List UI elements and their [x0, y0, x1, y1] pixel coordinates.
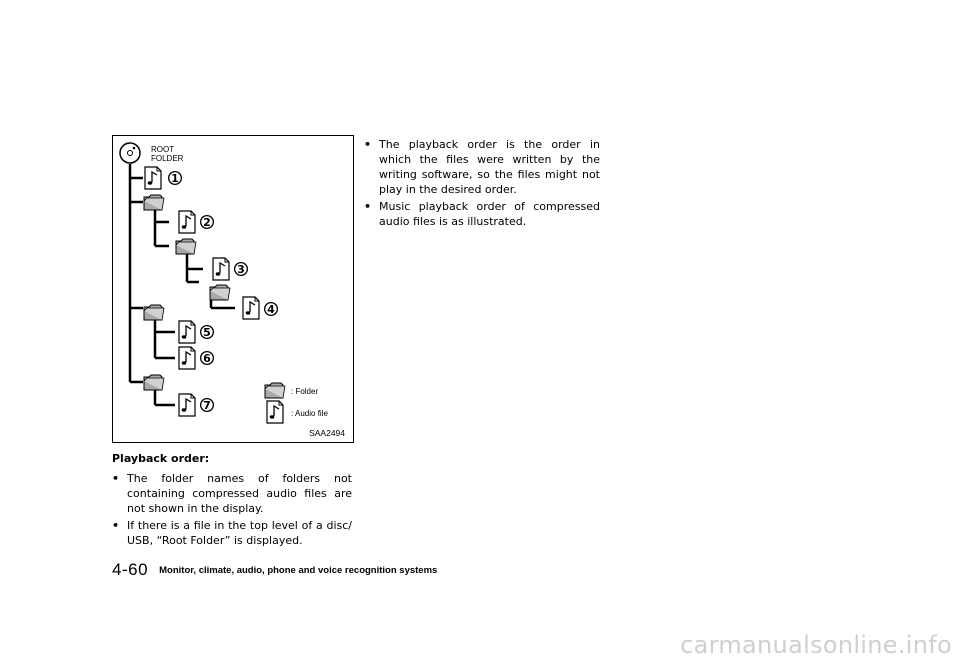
audio-file-icon	[212, 257, 230, 281]
playback-order-heading: Playback order:	[112, 452, 210, 465]
disc-icon	[119, 142, 141, 164]
root-label-line2: FOLDER	[151, 154, 184, 163]
audio-file-icon	[178, 210, 196, 234]
number-badge-2: 2	[200, 215, 214, 229]
root-label-line1: ROOT	[151, 145, 175, 154]
bullet-text: The folder names of folders not containi…	[127, 472, 352, 515]
page-number: 4-60	[112, 560, 149, 579]
watermark: carmanualsonline.info	[680, 631, 952, 659]
list-item: • The playback order is the order in whi…	[364, 137, 600, 197]
svg-text:3: 3	[237, 263, 245, 276]
bullet-dot-icon: •	[364, 200, 372, 213]
audio-file-icon	[178, 393, 196, 417]
bullet-text: The playback order is the order in which…	[379, 138, 600, 196]
bullet-text: Music playback order of compressed audio…	[379, 200, 600, 228]
folder-icon	[143, 374, 165, 391]
svg-text:6: 6	[203, 352, 211, 365]
bullet-dot-icon: •	[112, 519, 120, 532]
figure-code: SAA2494	[309, 428, 345, 438]
list-item: • Music playback order of compressed aud…	[364, 199, 600, 229]
audio-file-icon	[144, 166, 162, 190]
folder-icon	[175, 238, 197, 255]
svg-text:2: 2	[203, 216, 211, 229]
folder-icon	[209, 284, 231, 301]
svg-text:1: 1	[171, 172, 179, 185]
number-badge-1: 1	[168, 171, 182, 185]
svg-text:7: 7	[203, 399, 211, 412]
number-badge-5: 5	[200, 325, 214, 339]
number-badge-7: 7	[200, 398, 214, 412]
folder-icon	[143, 304, 165, 321]
section-title: Monitor, climate, audio, phone and voice…	[159, 565, 438, 576]
number-badge-3: 3	[234, 262, 248, 276]
list-item: • The folder names of folders not contai…	[112, 471, 352, 516]
bullet-dot-icon: •	[112, 472, 120, 485]
folder-tree-diagram: 1 2 3 4 5 6 7	[119, 142, 286, 424]
svg-text:5: 5	[203, 326, 211, 339]
audio-file-icon	[242, 296, 260, 320]
root-folder-label: ROOT FOLDER	[151, 145, 183, 163]
folder-icon	[143, 194, 165, 211]
legend-audio-label: : Audio file	[291, 409, 328, 418]
number-badge-4: 4	[264, 302, 278, 316]
audio-file-icon	[178, 346, 196, 370]
svg-text:4: 4	[267, 303, 275, 316]
audio-file-icon	[178, 320, 196, 344]
legend-folder-label: : Folder	[291, 387, 319, 396]
legend-folder-icon	[264, 382, 286, 399]
bullet-text: If there is a file in the top level of a…	[127, 519, 352, 547]
left-bullet-list: • The folder names of folders not contai…	[112, 471, 352, 550]
right-bullet-list: • The playback order is the order in whi…	[364, 137, 600, 231]
page-footer: 4-60 Monitor, climate, audio, phone and …	[112, 560, 437, 580]
number-badge-6: 6	[200, 351, 214, 365]
playback-order-figure: 1 2 3 4 5 6 7	[112, 135, 354, 443]
list-item: • If there is a file in the top level of…	[112, 518, 352, 548]
bullet-dot-icon: •	[364, 138, 372, 151]
legend-audio-file-icon	[266, 400, 284, 424]
